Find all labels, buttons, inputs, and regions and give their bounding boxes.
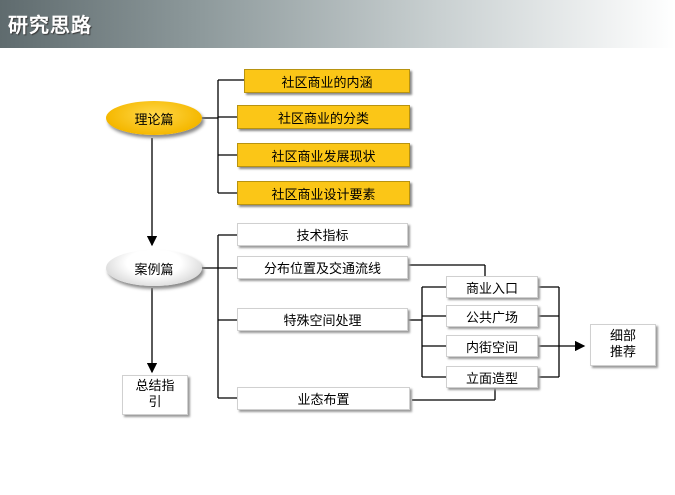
summary-node: 总结指 引	[122, 375, 188, 415]
page-title: 研究思路	[8, 13, 92, 37]
space-item-inner-street: 内街空间	[446, 335, 538, 357]
case-item-business-layout: 业态布置	[237, 387, 410, 410]
case-item-location-traffic: 分布位置及交通流线	[237, 256, 408, 279]
space-item-entrance: 商业入口	[446, 276, 538, 298]
space-item-facade: 立面造型	[446, 366, 538, 388]
space-item-plaza: 公共广场	[446, 305, 538, 327]
title-bar: 研究思路	[0, 0, 675, 48]
case-item-tech-index: 技术指标	[237, 223, 408, 246]
case-item-special-space: 特殊空间处理	[237, 308, 408, 331]
theory-item-connotation: 社区商业的内涵	[244, 69, 410, 93]
theory-item-design-elements: 社区商业设计要素	[237, 181, 410, 205]
theory-label: 理论篇	[134, 112, 174, 128]
case-label: 案例篇	[134, 262, 174, 278]
theory-item-status: 社区商业发展现状	[237, 143, 410, 167]
case-node: 案例篇	[106, 250, 202, 286]
theory-item-classification: 社区商业的分类	[237, 105, 410, 129]
detail-recommend-node: 细部 推荐	[590, 324, 656, 366]
theory-node: 理论篇	[106, 101, 202, 135]
